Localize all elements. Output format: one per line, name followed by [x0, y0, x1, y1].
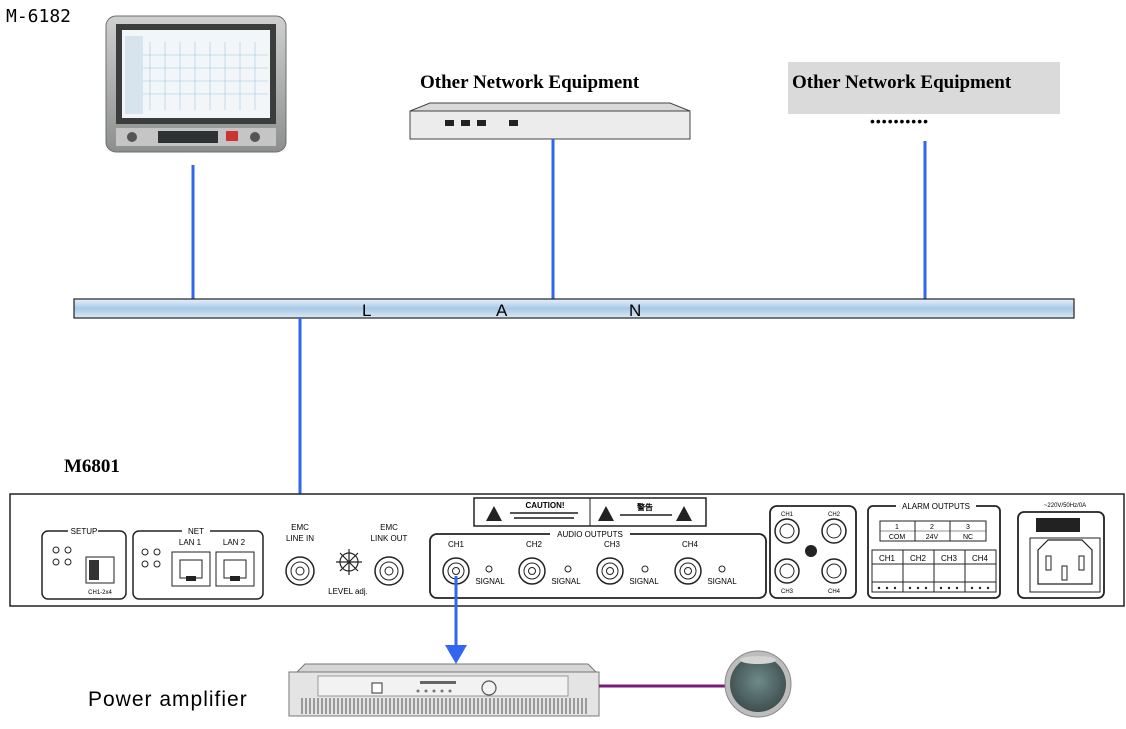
emc-line-in-label-1: EMC	[291, 523, 309, 532]
right-jack-ch3	[774, 558, 800, 584]
alarm-num-2: 2	[930, 524, 934, 531]
emc-line-in-label-2: LINE IN	[286, 534, 314, 543]
audio-ch4-jack	[674, 557, 702, 585]
caution-cn-title: 警告	[636, 502, 653, 512]
m6182-label: M-6182	[6, 6, 71, 27]
emc-link-out-jack	[374, 556, 404, 586]
lan-bus	[73, 298, 1075, 319]
emc-link-out-label-2: LINK OUT	[371, 534, 408, 543]
right-jack-ch4-label: CH4	[828, 589, 841, 595]
audio-ch1-label: CH1	[448, 540, 465, 549]
right-jack-ch1	[774, 518, 800, 544]
level-adjust-label: LEVEL adj.	[328, 587, 368, 596]
level-adjust-knob	[336, 549, 362, 575]
net-equipment-1-label: Other Network Equipment	[420, 72, 640, 93]
m6801-label: M6801	[64, 456, 120, 477]
power-amplifier-image	[288, 663, 600, 717]
audio-ch2-jack	[518, 557, 546, 585]
lan-letter-n: N	[629, 301, 641, 320]
net-equipment-2-dots: ••••••••••	[870, 113, 929, 129]
power-inlet	[1017, 511, 1105, 599]
ground-terminal	[805, 545, 817, 557]
lan-letter-l: L	[362, 301, 371, 320]
m6801-rear-panel: SETUP CH1-2x4 NET LAN 1 LAN 2 EMC LINE I…	[9, 493, 1125, 607]
audio-ch2-signal-label: SIGNAL	[551, 577, 581, 586]
power-label: ~220V/50Hz/0A	[1044, 503, 1086, 509]
alarm-term-nc: NC	[963, 534, 973, 541]
m6182-device-image	[105, 15, 287, 153]
net-equipment-2-label: Other Network Equipment	[792, 72, 1012, 93]
audio-outputs-title: AUDIO OUTPUTS	[557, 530, 623, 539]
alarm-ch4-label: CH4	[972, 554, 989, 563]
emc-link-out-label-1: EMC	[380, 523, 398, 532]
audio-ch4-label: CH4	[682, 540, 699, 549]
lan-letter-a: A	[496, 301, 508, 320]
right-jack-ch1-label: CH1	[781, 512, 794, 518]
arrow-head	[445, 645, 467, 664]
alarm-term-24v: 24V	[926, 534, 939, 541]
setup-switch-label: CH1-2x4	[88, 590, 112, 596]
alarm-num-3: 3	[966, 524, 970, 531]
caution-title: CAUTION!	[525, 501, 564, 510]
audio-ch3-label: CH3	[604, 540, 621, 549]
alarm-ch1-label: CH1	[879, 554, 896, 563]
alarm-ch3-label: CH3	[941, 554, 958, 563]
right-jack-ch2	[821, 518, 847, 544]
audio-ch2-label: CH2	[526, 540, 543, 549]
audio-ch3-jack	[596, 557, 624, 585]
alarm-term-com: COM	[889, 534, 906, 541]
audio-ch4-signal-label: SIGNAL	[707, 577, 737, 586]
right-jack-ch4	[821, 558, 847, 584]
alarm-outputs-title: ALARM OUTPUTS	[902, 502, 970, 511]
net-port-lan1-label: LAN 1	[179, 538, 202, 547]
alarm-ch2-label: CH2	[910, 554, 927, 563]
alarm-num-1: 1	[895, 524, 899, 531]
right-jack-ch3-label: CH3	[781, 589, 794, 595]
audio-ch3-signal-label: SIGNAL	[629, 577, 659, 586]
emc-line-in-jack	[285, 556, 315, 586]
net-port-lan2-label: LAN 2	[223, 538, 246, 547]
ceiling-speaker-image	[724, 650, 792, 718]
right-jack-ch2-label: CH2	[828, 512, 841, 518]
network-switch-image	[409, 102, 691, 140]
net-equipment-2-box	[788, 62, 1060, 114]
audio-ch1-signal-label: SIGNAL	[475, 577, 505, 586]
power-amplifier-label: Power amplifier	[88, 688, 248, 711]
setup-title: SETUP	[71, 527, 98, 536]
net-title: NET	[188, 527, 204, 536]
